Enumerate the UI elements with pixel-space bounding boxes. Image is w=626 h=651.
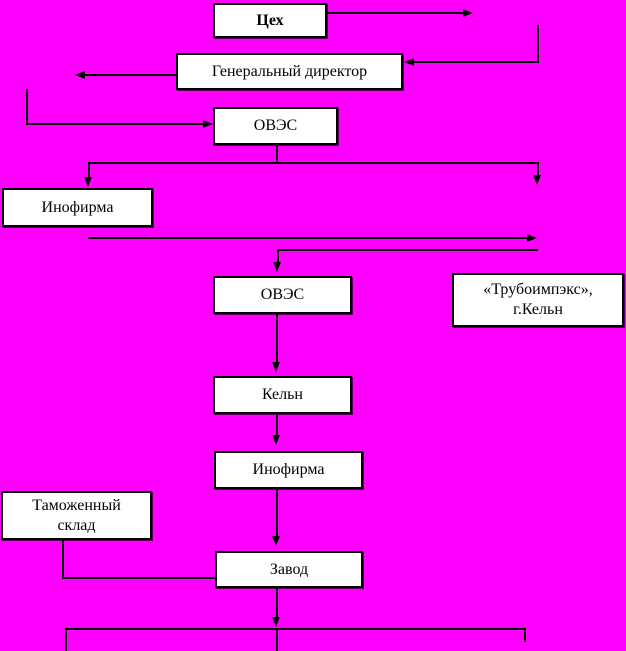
node-oves-1-label: ОВЭС [253,117,298,134]
node-inofirma-2-label: Инофирма [252,461,325,478]
arrowhead-left-icon [75,71,85,79]
node-inofirma-1-label: Инофирма [41,198,114,216]
connector-branch-left-vertical [88,162,90,178]
arrowhead-right-icon [203,120,213,128]
arrowhead-down-icon [272,435,280,445]
bottom-rect-right-edge [524,628,526,642]
arrowhead-down-icon [84,177,92,187]
node-tseh: Цех [213,3,327,38]
node-oves-1: ОВЭС [213,107,338,145]
node-general-director-label: Генеральный директор [211,62,368,80]
connector-zavod-down-line [276,588,278,618]
arrowhead-right-icon [463,9,473,17]
connector-return-horizontal [277,249,538,251]
node-keln-label: Кельн [261,386,303,403]
connector-keln-inofirma2-line [276,414,278,436]
node-truboimpeks-line2: г.Кельн [513,301,563,318]
node-keln: Кельн [213,376,352,414]
node-oves-2: ОВЭС [213,276,352,314]
connector-branch-right-vertical [537,162,539,176]
connector-inofirma2-zavod-line [276,489,278,537]
node-customs-warehouse-line1: Таможенный [32,496,121,514]
node-tseh-label: Цех [256,11,284,29]
connector-inofirma1-right-line [88,237,528,239]
bottom-rect-top-edge [65,628,526,630]
connector-customs-vertical [62,540,64,579]
connector-bottom-center-line [276,630,278,651]
node-inofirma-1: Инофирма [2,188,153,227]
arrowhead-down-icon [272,362,280,372]
connector-branch-horizontal [88,162,539,164]
connector-director-left-line [85,74,176,76]
arrowhead-down-icon [272,536,280,546]
connector-oves2-keln-line [276,314,278,363]
bottom-rect-left-edge [65,628,67,651]
node-customs-warehouse: Таможенный склад [1,491,152,540]
arrowhead-right-icon [527,234,537,242]
arrowhead-down-icon [273,262,281,272]
arrowhead-left-icon [404,58,414,66]
connector-right-elbow-vertical [537,25,539,63]
connector-return-vertical [277,249,279,263]
node-zavod: Завод [215,551,363,588]
node-inofirma-2: Инофирма [214,451,363,489]
node-oves-2-label: ОВЭС [260,286,305,303]
connector-left-elbow-horizontal [26,123,204,125]
connector-left-elbow-vertical [26,89,28,125]
connector-tseh-right-line [327,12,464,14]
connector-customs-horizontal [62,577,215,579]
node-customs-warehouse-line2: склад [57,516,96,534]
node-truboimpeks-keln: «Трубоимпэкс», г.Кельн [452,273,624,327]
node-zavod-label: Завод [269,560,309,578]
connector-right-elbow-horizontal [414,61,538,63]
connector-oves1-down-stub [276,145,278,164]
arrowhead-down-icon [272,617,280,627]
node-general-director: Генеральный директор [176,53,403,90]
node-truboimpeks-line1: «Трубоимпэкс», [483,281,593,298]
arrowhead-down-icon [533,175,541,185]
